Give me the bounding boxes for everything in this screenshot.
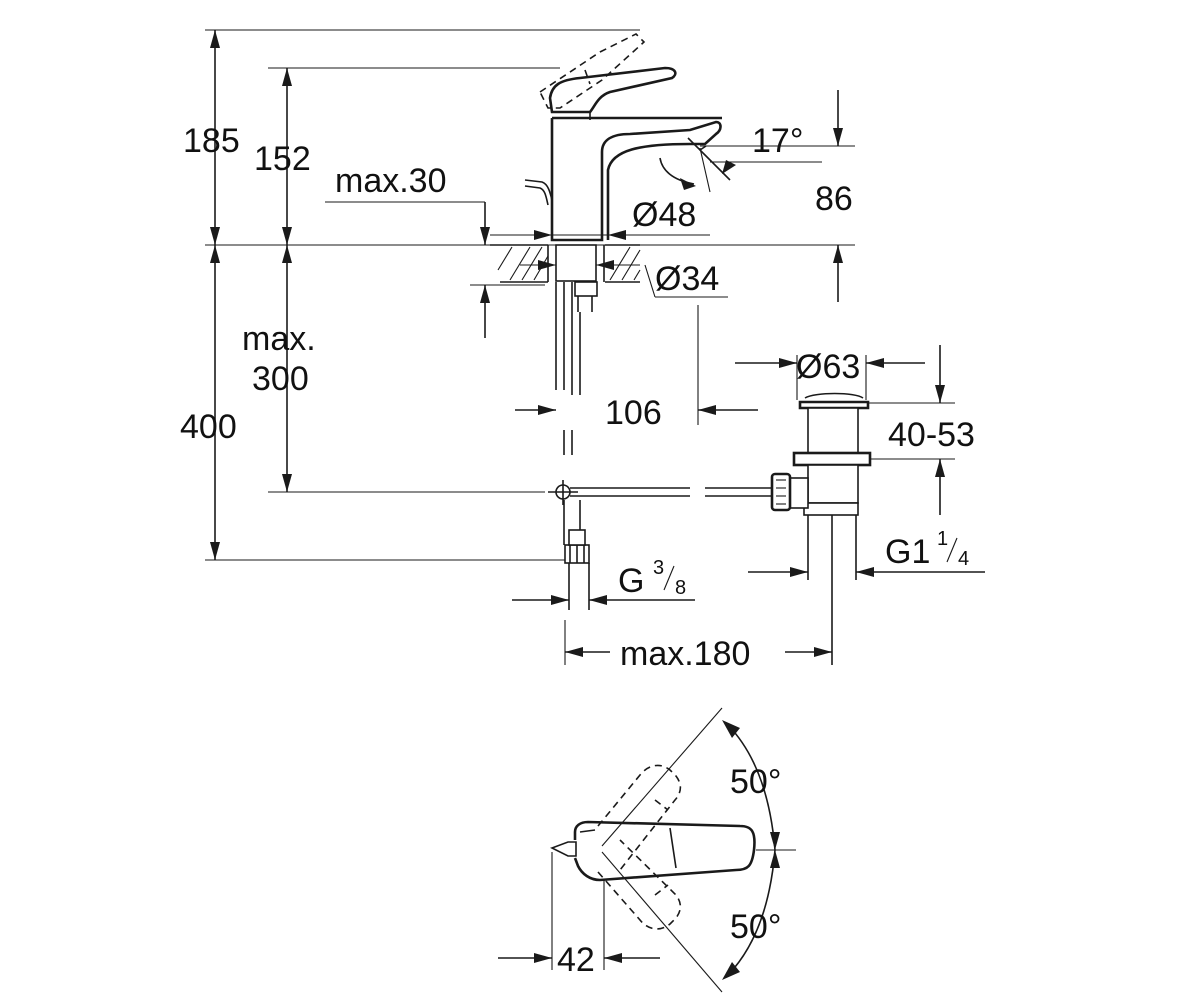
dim-d48: [490, 230, 710, 240]
dim-42: [498, 852, 660, 970]
label-17deg: 17°: [752, 122, 803, 160]
dim-50deg-up: [722, 720, 780, 851]
dim-g38: [512, 595, 695, 605]
dim-50deg-down: [722, 849, 780, 980]
label-106: 106: [605, 394, 662, 432]
supply-hoses: [555, 282, 581, 545]
dim-106: [515, 305, 758, 425]
guide-line-down: [601, 851, 723, 993]
label-max30: max.30: [335, 162, 447, 200]
label-d34: Ø34: [655, 260, 719, 298]
dim-max180: [564, 620, 832, 665]
label-185: 185: [183, 122, 240, 160]
label-d48: Ø48: [632, 196, 696, 234]
label-g114-den: 4: [958, 548, 969, 570]
lever-top-dashed-down: [597, 839, 682, 930]
label-50deg-down: 50°: [730, 908, 781, 946]
waste-fitting: [770, 392, 872, 665]
dim-17deg: [659, 147, 822, 193]
guide-line-up: [601, 707, 723, 847]
tap-handle: [548, 66, 677, 120]
dim-g114: [748, 567, 985, 577]
dim-185: [210, 30, 220, 245]
dim-max300: [282, 245, 292, 492]
label-g114-g: G1: [885, 533, 930, 571]
tap-shank: [547, 244, 605, 312]
top-view: 50° 50° 42: [498, 707, 796, 993]
popup-rod: [524, 179, 553, 212]
tap-body: [550, 116, 722, 242]
label-g114-num: 1: [937, 528, 948, 550]
lever-top-solid: [550, 820, 756, 882]
label-g38-g: G: [618, 562, 644, 600]
label-86: 86: [815, 180, 853, 218]
label-g38-num: 3: [653, 557, 664, 579]
dim-400: [210, 245, 220, 560]
label-max180: max.180: [620, 635, 750, 673]
side-view: 185 152 max. 300 400 max.30: [180, 29, 985, 673]
label-152: 152: [254, 140, 311, 178]
inlet-connector: [564, 529, 590, 610]
label-g114-slash: [946, 537, 958, 563]
label-400: 400: [180, 408, 237, 446]
dim-40-53: [868, 345, 955, 515]
deck-section: [490, 244, 641, 283]
dim-86: [700, 90, 855, 302]
dim-max30: [325, 201, 545, 338]
dim-d63: [735, 355, 925, 400]
popup-linkage: [548, 480, 775, 505]
lever-top-dashed-up: [597, 764, 682, 871]
label-40-53: 40-53: [888, 416, 975, 454]
label-g38-slash: [663, 565, 675, 591]
label-d63: Ø63: [796, 348, 860, 386]
label-300: 300: [252, 360, 309, 398]
label-42: 42: [557, 941, 595, 979]
dim-152: [282, 68, 292, 245]
handle-raised-outline: [538, 33, 646, 109]
label-g38-den: 8: [675, 577, 686, 599]
label-max: max.: [242, 320, 316, 358]
label-50deg-up: 50°: [730, 763, 781, 801]
